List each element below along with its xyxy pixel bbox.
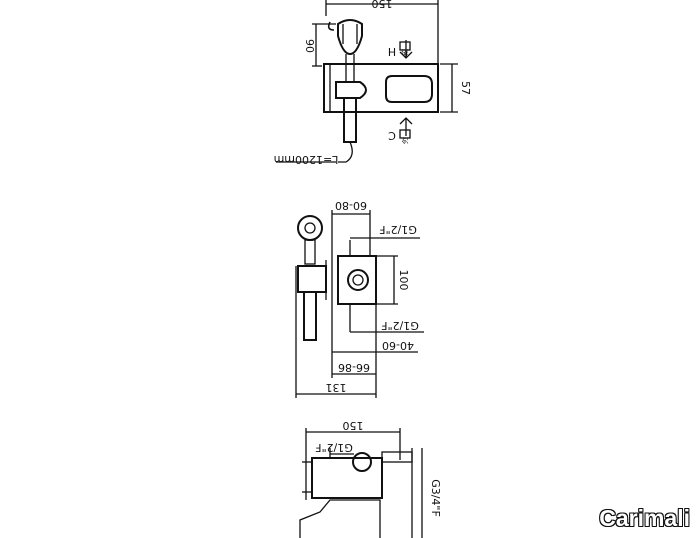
lever-window [385,75,433,103]
hose-connector [343,97,357,143]
dim-150-label: 150 [343,419,364,432]
spray-neck [304,239,316,265]
thread-label: G1/2"F [315,441,353,454]
dim-131-label: 131 [326,381,347,394]
dim-100-label: 100 [397,270,410,291]
dim-150-top-label: 150 [372,0,393,10]
valve-inner [352,274,364,286]
in-wall-box [311,457,383,499]
hot-label: H [388,45,396,58]
top-view [276,0,458,163]
side-outlet [381,451,413,463]
spray-head-inner [304,222,316,234]
bottom-view [299,428,423,538]
spray-trigger [327,21,335,31]
cold-label: C [388,129,396,142]
hot-mark-box [399,41,411,51]
spray-head-round [297,215,323,241]
brand-logo: Carimali [599,505,690,531]
cold-arrow-icon [399,117,413,136]
dim-66-86-label: 66-86 [338,361,370,374]
hose-length-label: L=1200mm [274,153,339,166]
dim-90-label: 90 [303,39,316,53]
thread-side-label: G3/4"F [429,479,442,517]
thread-top-label: G1/2"F [379,223,417,236]
labels: 150 90 57 H 热 C 冷 L=1200mm 60-80 G1/2"F … [274,0,472,517]
hot-arrow-icon [399,40,413,59]
in-wall-box [337,255,377,305]
lower-body [299,499,381,538]
mixer-body [323,63,439,113]
dim-60-80-label: 60-80 [335,199,367,212]
cold-mark-box [399,129,411,139]
hot-mark: 热 [402,48,409,57]
valve-circle [352,452,372,472]
lever-block [297,265,327,293]
thread-bottom-label: G1/2"F [381,319,419,332]
spray-head-detail [342,24,358,44]
spray-head [337,19,363,56]
cold-mark: 冷 [402,136,409,145]
side-view [295,210,424,398]
hose [338,141,353,163]
dim-40-60-label: 40-60 [382,339,414,352]
hose-connector [303,291,317,341]
dim-57-label: 57 [459,81,472,95]
valve-circle [347,269,369,291]
holder [335,81,367,99]
